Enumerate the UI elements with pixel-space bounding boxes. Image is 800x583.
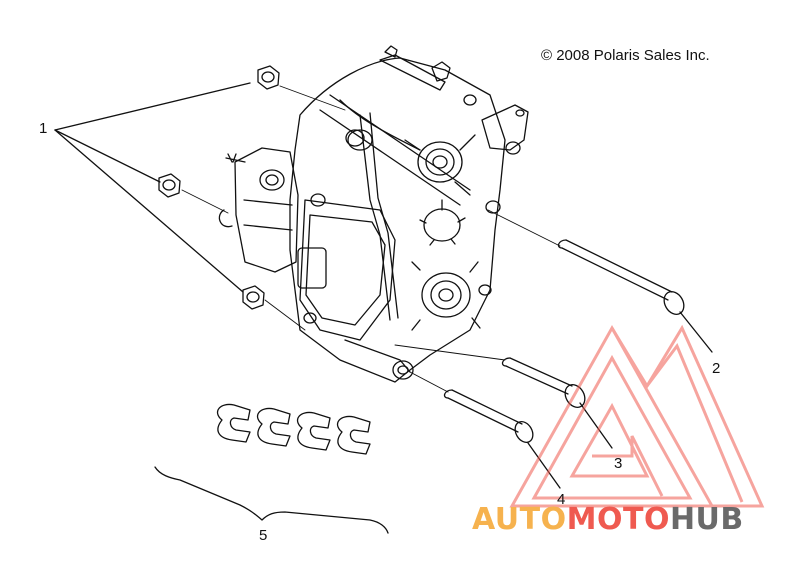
group-bracket-5 [154, 466, 389, 534]
callout-3: 3 [614, 455, 623, 472]
transmission-housing [218, 45, 529, 383]
nut-bottom [242, 285, 265, 310]
leader-1b [54, 129, 161, 183]
clip-3 [297, 411, 331, 451]
callout-2: 2 [712, 360, 721, 377]
callout-5: 5 [259, 527, 268, 544]
bolt-3 [501, 357, 586, 408]
callout-4: 4 [557, 491, 566, 508]
bolt-4 [443, 389, 534, 443]
leader-1c [54, 129, 244, 293]
output-shaft-upper [404, 134, 476, 196]
clip-2 [257, 407, 291, 447]
clip-4 [337, 415, 371, 455]
watermark-triangle-icon [509, 324, 765, 508]
callout-1: 1 [39, 120, 48, 137]
clip-1 [217, 403, 251, 443]
leader-1a [54, 82, 251, 131]
watermark-logo [509, 324, 765, 508]
leader-3 [579, 402, 613, 449]
watermark-text: AUTOMOTOHUB [472, 502, 744, 537]
copyright-notice: © 2008 Polaris Sales Inc. [541, 47, 710, 64]
watermark-text-auto: AUTO [472, 502, 567, 537]
nut-middle [158, 173, 181, 198]
leader-2 [679, 311, 713, 353]
gear-star [419, 199, 466, 246]
watermark-text-moto: MOTO [566, 502, 670, 537]
bolt-2 [557, 239, 685, 315]
leader-4 [527, 442, 561, 489]
nut-top [257, 65, 280, 90]
output-shaft-lower [411, 261, 481, 331]
watermark-text-hub: HUB [669, 502, 744, 537]
